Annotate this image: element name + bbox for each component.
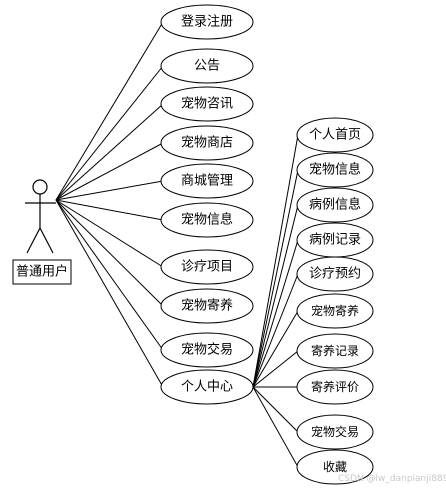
actor-head [32, 179, 48, 195]
use-case-pet-trade-ellipse [160, 332, 254, 368]
use-case-mall-mgmt: 商城管理 [160, 163, 254, 199]
link-center-favorites [252, 386, 299, 468]
link-actor-personal-center [55, 199, 164, 388]
sub-case-favorites-ellipse [296, 449, 374, 485]
sub-case-case-info-ellipse [296, 187, 374, 223]
use-case-pet-trade-label: 宠物交易 [181, 342, 233, 358]
actor-figure [25, 179, 56, 254]
use-case-mall-mgmt-ellipse [160, 163, 254, 199]
actor-label-box: 普通用户 [12, 259, 72, 285]
sub-case-my-trade: 宠物交易 [296, 414, 374, 450]
use-case-pet-shop-label: 宠物商店 [181, 135, 233, 151]
use-case-login-label: 登录注册 [181, 15, 233, 30]
use-case-mall-mgmt-label: 商城管理 [181, 174, 233, 189]
sub-case-boarding-record: 寄养记录 [296, 333, 374, 369]
sub-case-my-boarding-label: 宠物寄养 [311, 303, 359, 318]
use-case-personal-center-label: 个人中心 [181, 380, 233, 395]
sub-case-boarding-review-label: 寄养评价 [311, 379, 359, 394]
use-case-pet-trade: 宠物交易 [160, 332, 254, 368]
use-case-personal-center: 个人中心 [160, 369, 254, 405]
sub-case-boarding-review: 寄养评价 [296, 369, 374, 405]
actor-name: 普通用户 [16, 264, 68, 280]
use-case-pet-shop: 宠物商店 [160, 125, 254, 161]
link-center-case-record [252, 239, 299, 388]
use-case-notice-label: 公告 [194, 59, 220, 74]
link-center-appointment [252, 273, 299, 388]
sub-case-my-pet-info: 宠物信息 [296, 152, 374, 188]
sub-case-my-trade-ellipse [296, 414, 374, 450]
use-case-pet-shop-ellipse [160, 125, 254, 161]
use-case-login: 登录注册 [160, 4, 254, 40]
association-lines [55, 21, 299, 468]
use-case-treatment-ellipse [160, 249, 254, 285]
sub-case-my-pet-info-label: 宠物信息 [309, 162, 361, 178]
sub-case-case-record-label: 病例记录 [309, 233, 361, 248]
use-case-pet-boarding-ellipse [160, 288, 254, 324]
use-case-pet-info: 宠物信息 [160, 202, 254, 238]
link-actor-pet-trade [55, 199, 164, 351]
actor-leg-left [26, 227, 41, 254]
link-center-boarding-record [252, 350, 299, 388]
link-actor-mall-mgmt [55, 180, 164, 201]
link-actor-treatment [55, 199, 164, 268]
sub-case-boarding-record-label: 寄养记录 [311, 343, 359, 358]
use-case-notice: 公告 [160, 48, 254, 84]
sub-case-appointment-label: 诊疗预约 [309, 267, 361, 282]
link-actor-pet-boarding [55, 199, 164, 307]
link-center-home [252, 134, 299, 388]
use-case-pet-news-ellipse [160, 86, 254, 122]
sub-case-case-info: 病例信息 [296, 187, 374, 223]
use-case-treatment: 诊疗项目 [160, 249, 254, 285]
use-case-pet-news-label: 宠物咨讯 [181, 96, 233, 112]
use-case-pet-info-ellipse [160, 202, 254, 238]
sub-case-my-boarding: 宠物寄养 [296, 293, 374, 329]
use-case-notice-ellipse [160, 48, 254, 84]
use-case-personal-center-ellipse [160, 369, 254, 405]
watermark: CSDN @lw_danpianji889 [338, 474, 446, 484]
link-actor-notice [55, 65, 164, 201]
sub-case-appointment: 诊疗预约 [296, 256, 374, 292]
link-center-my-boarding [252, 310, 299, 388]
use-case-login-ellipse [160, 4, 254, 40]
use-case-pet-info-label: 宠物信息 [181, 212, 233, 228]
sub-case-home: 个人首页 [296, 117, 374, 153]
sub-case-favorites-label: 收藏 [323, 460, 347, 474]
actor-leg-right [39, 227, 54, 254]
sub-case-home-ellipse [296, 117, 374, 153]
link-actor-login [55, 21, 164, 201]
sub-case-boarding-record-ellipse [296, 333, 374, 369]
link-center-my-trade [252, 386, 299, 433]
sub-case-favorites: 收藏 [296, 449, 374, 485]
sub-case-my-trade-label: 宠物交易 [311, 424, 359, 439]
sub-case-appointment-ellipse [296, 256, 374, 292]
sub-case-my-boarding-ellipse [296, 293, 374, 329]
sub-case-my-pet-info-ellipse [296, 152, 374, 188]
use-case-pet-news: 宠物咨讯 [160, 86, 254, 122]
sub-case-case-info-label: 病例信息 [309, 197, 361, 213]
link-actor-pet-shop [55, 142, 164, 201]
link-actor-pet-info [55, 199, 164, 221]
link-center-my-pet-info [252, 169, 299, 388]
use-case-pet-boarding: 宠物寄养 [160, 288, 254, 324]
sub-case-boarding-review-ellipse [296, 369, 374, 405]
use-case-treatment-label: 诊疗项目 [181, 260, 233, 275]
link-center-case-info [252, 204, 299, 388]
link-actor-pet-news [55, 103, 164, 201]
sub-case-case-record: 病例记录 [296, 222, 374, 258]
sub-case-home-label: 个人首页 [309, 128, 361, 143]
use-case-pet-boarding-label: 宠物寄养 [181, 298, 233, 314]
